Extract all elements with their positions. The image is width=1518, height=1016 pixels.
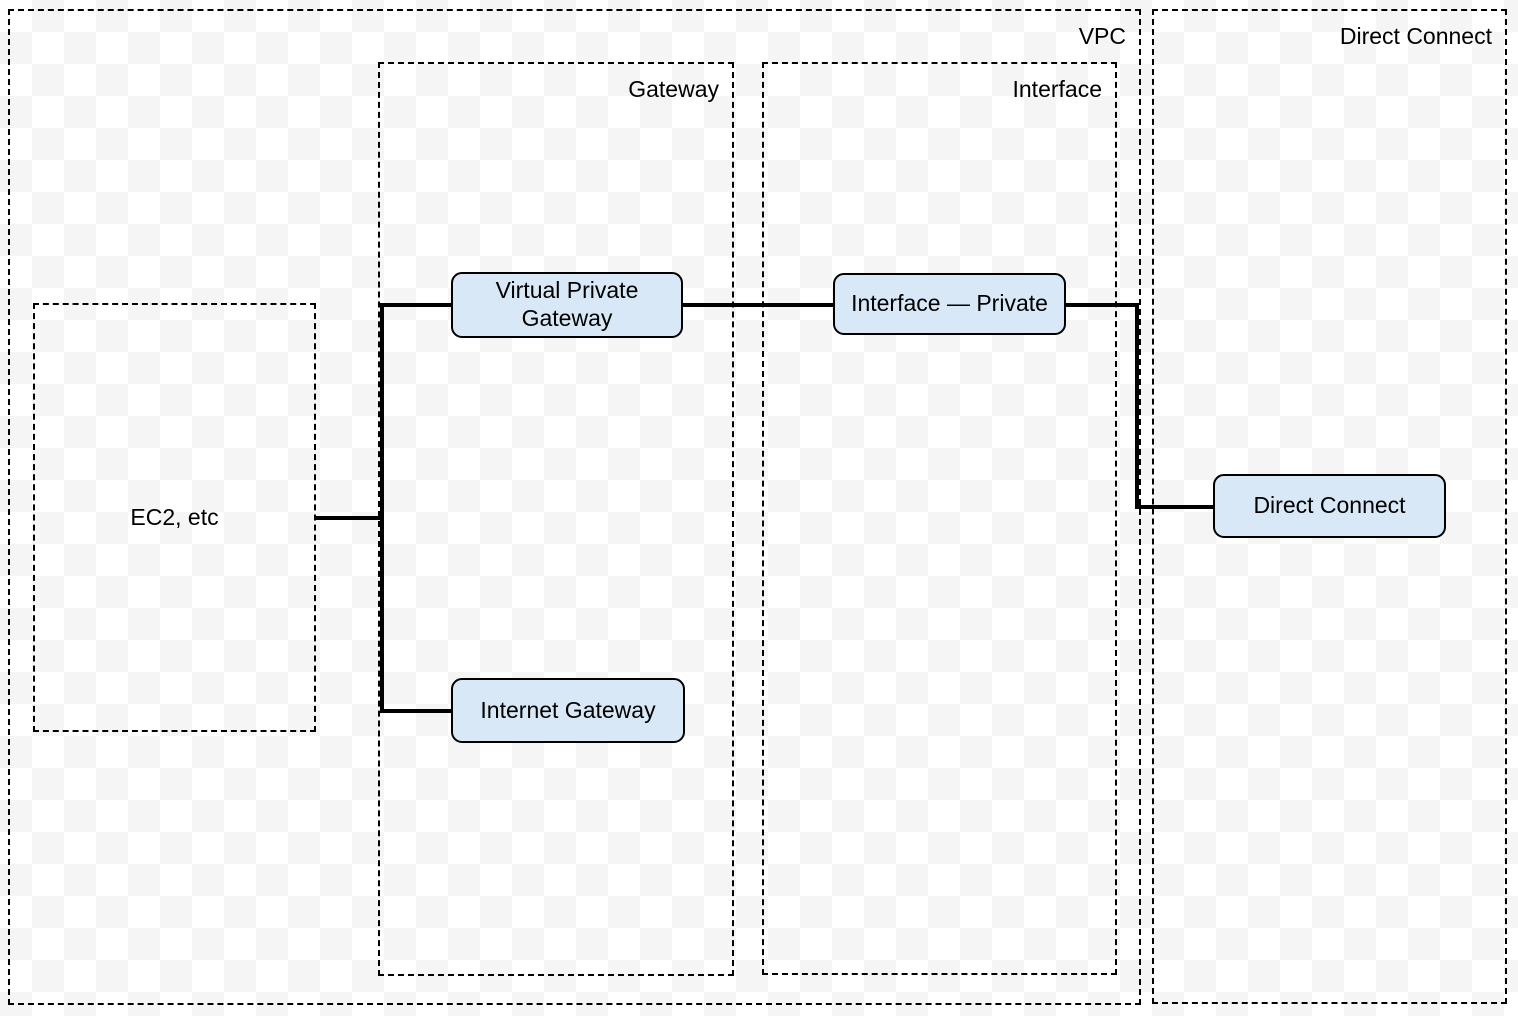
direct-connect-container-label: Direct Connect <box>1339 23 1492 49</box>
interface-private-node: Interface — Private <box>833 273 1066 335</box>
virtual-private-gateway-node: Virtual Private Gateway <box>451 272 683 338</box>
virtual-private-gateway-label: Virtual Private Gateway <box>495 277 639 331</box>
vpc-container-label: VPC <box>1078 23 1126 49</box>
internet-gateway-node: Internet Gateway <box>451 678 685 743</box>
direct-connect-label: Direct Connect <box>1253 492 1406 519</box>
gateway-container: Gateway <box>378 62 734 976</box>
internet-gateway-label: Internet Gateway <box>480 696 656 723</box>
interface-container: Interface <box>762 62 1117 975</box>
direct-connect-node: Direct Connect <box>1213 474 1446 538</box>
ec2-container-label: EC2, etc <box>130 504 219 530</box>
gateway-container-label: Gateway <box>628 76 719 102</box>
interface-private-label: Interface — Private <box>851 290 1048 317</box>
ec2-container: EC2, etc <box>33 303 316 732</box>
interface-container-label: Interface <box>1012 76 1103 102</box>
